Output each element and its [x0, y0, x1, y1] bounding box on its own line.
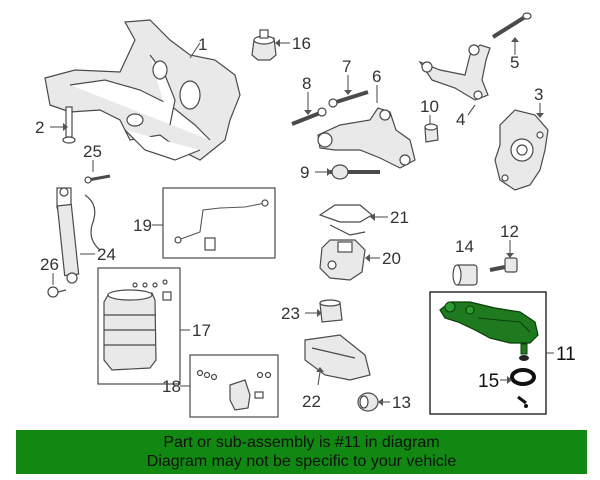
bolt-part-2[interactable]	[62, 106, 76, 144]
bolt-part-9[interactable]	[330, 164, 380, 180]
callout-9: 9	[300, 163, 309, 182]
banner-line-1: Part or sub-assembly is #11 in diagram	[163, 434, 440, 451]
banner-line-2: Diagram may not be specific to your vehi…	[146, 453, 457, 470]
bolt-part-12[interactable]	[489, 257, 518, 273]
bracket-part-21[interactable]	[318, 204, 374, 236]
callout-10: 10	[420, 97, 439, 116]
bushing-part-14[interactable]	[452, 264, 478, 286]
callout-26: 26	[40, 255, 59, 274]
compressor-part-20[interactable]	[319, 239, 366, 281]
callout-23: 23	[281, 304, 300, 323]
height-sensor-part-19[interactable]	[174, 199, 269, 251]
bolt-part-8[interactable]	[291, 107, 327, 126]
bolt-part-25[interactable]	[84, 174, 111, 184]
lower-control-arm-part-11[interactable]	[439, 301, 539, 361]
bushing-part-16[interactable]	[251, 29, 277, 61]
parts-diagram: 1 2 16 5 4 3	[35, 12, 576, 418]
callout-18: 18	[162, 377, 181, 396]
knuckle-part-3[interactable]	[494, 109, 549, 191]
bolt-part-7[interactable]	[328, 90, 369, 108]
callout-6: 6	[372, 67, 381, 86]
part-19-frame	[162, 187, 276, 259]
air-spring-part-17[interactable]	[103, 279, 172, 371]
callout-7: 7	[342, 57, 351, 76]
callout-17: 17	[192, 321, 211, 340]
callout-22: 22	[302, 392, 321, 411]
callout-20: 20	[382, 249, 401, 268]
callout-2: 2	[35, 118, 44, 137]
shield-part-22[interactable]	[304, 334, 371, 381]
callout-4: 4	[456, 110, 465, 129]
bushing-part-10[interactable]	[424, 123, 439, 143]
callout-16: 16	[292, 34, 311, 53]
bushing-part-13[interactable]	[357, 392, 379, 412]
callout-19: 19	[133, 216, 152, 235]
callout-14: 14	[455, 237, 474, 256]
fitting-kit-part-18[interactable]	[196, 369, 272, 411]
callout-8: 8	[302, 74, 311, 93]
callout-3: 3	[534, 85, 543, 104]
callout-13: 13	[392, 393, 411, 412]
bushing-part-23[interactable]	[319, 299, 343, 323]
callout-24: 24	[97, 245, 116, 264]
crossmember-part[interactable]	[44, 19, 241, 161]
lower-control-arm-part-6[interactable]	[317, 107, 416, 169]
callout-15: 15	[478, 371, 499, 392]
upper-control-arm-part-4[interactable]	[418, 44, 491, 101]
bolt-part-5[interactable]	[491, 12, 532, 39]
callout-21: 21	[390, 208, 409, 227]
info-banner: Part or sub-assembly is #11 in diagram D…	[16, 430, 587, 474]
callout-11: 11	[556, 344, 576, 365]
callout-1: 1	[198, 35, 207, 54]
nut-part-26[interactable]	[47, 286, 67, 298]
callout-25: 25	[83, 142, 102, 161]
callout-5: 5	[510, 53, 519, 72]
callout-12: 12	[500, 222, 519, 241]
shock-absorber-part-24[interactable]	[56, 187, 101, 284]
dust-boot-part-15[interactable]	[510, 368, 536, 408]
